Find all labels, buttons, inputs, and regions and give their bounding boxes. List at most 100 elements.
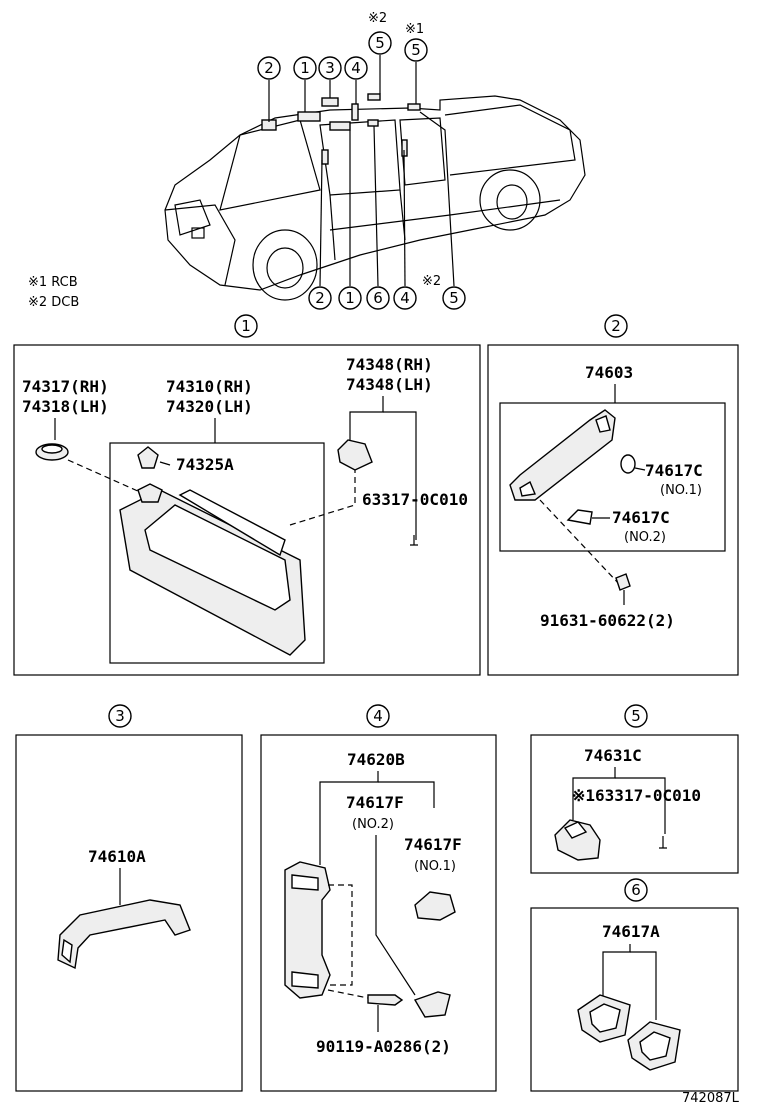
svg-text:5: 5 <box>449 289 459 307</box>
part-74603: 74603 <box>585 363 633 382</box>
svg-text:5: 5 <box>411 41 421 59</box>
part-74320: 74320(LH) <box>166 397 253 416</box>
part-163317: ※163317-0C010 <box>572 786 701 805</box>
part-74325a: 74325A <box>176 455 234 474</box>
screw-part <box>615 573 631 591</box>
assist-grip-part <box>509 409 616 501</box>
marker-part <box>321 149 329 165</box>
note-no2: (NO.2) <box>352 817 394 832</box>
callout-circle: 5 <box>368 31 392 55</box>
part-74310: 74310(RH) <box>166 377 253 396</box>
callout-circle: 5 <box>404 38 428 62</box>
diagram-code: 742087L <box>682 1091 740 1106</box>
callout-circle: 4 <box>393 286 417 310</box>
visor-bracket-part <box>337 439 373 471</box>
callout-circle: 2 <box>257 56 281 80</box>
part-74617f-1: 74617F <box>404 835 462 854</box>
panel-5 <box>530 734 739 874</box>
part-74617a: 74617A <box>602 922 660 941</box>
svg-text:6: 6 <box>631 881 641 899</box>
marker-part <box>297 111 321 122</box>
svg-text:1: 1 <box>241 317 251 335</box>
svg-text:2: 2 <box>611 317 621 335</box>
panel-2-subbox <box>499 402 726 552</box>
cover-part <box>577 994 631 1043</box>
marker-part <box>351 103 359 121</box>
cap-part <box>414 891 456 921</box>
callout-circle: 2 <box>308 286 332 310</box>
svg-text:2: 2 <box>315 289 325 307</box>
panel-4 <box>260 734 497 1092</box>
callout-circle: 1 <box>293 56 317 80</box>
screw-part <box>410 535 418 546</box>
marker-part <box>367 119 379 127</box>
truck-illustration <box>164 55 586 301</box>
marker-part <box>367 93 381 101</box>
part-63317: 63317-0C010 <box>362 490 468 509</box>
svg-text:4: 4 <box>373 707 383 725</box>
panel-3 <box>15 734 243 1092</box>
callout-circle: 4 <box>344 56 368 80</box>
part-74617f-2: 74617F <box>346 793 404 812</box>
panel-1-subbox <box>109 442 325 664</box>
part-74631c: 74631C <box>584 746 642 765</box>
panel-2 <box>487 344 739 676</box>
screw-part <box>659 836 667 849</box>
svg-text:6: 6 <box>373 289 383 307</box>
note-rcb: ※1 <box>405 22 424 37</box>
visor-holder-ring <box>41 444 63 454</box>
clip-part <box>137 446 159 469</box>
part-74620b: 74620B <box>347 750 405 769</box>
visor-pivot-part <box>137 483 163 503</box>
svg-text:3: 3 <box>325 59 335 77</box>
cap-part <box>566 509 593 525</box>
panel-6 <box>530 907 739 1092</box>
marker-part <box>407 103 421 111</box>
cap-part <box>620 454 636 474</box>
section-circle: 6 <box>624 878 648 902</box>
assist-grip-part <box>284 861 331 999</box>
part-74318: 74318(LH) <box>22 397 109 416</box>
callout-circle: 3 <box>318 56 342 80</box>
part-74617c-2: 74617C <box>612 508 670 527</box>
sun-visor-part <box>119 489 306 656</box>
callout-circle: 5 <box>442 286 466 310</box>
note-no2: (NO.2) <box>624 530 666 545</box>
part-90119: 90119-A0286(2) <box>316 1037 451 1056</box>
svg-text:4: 4 <box>400 289 410 307</box>
svg-text:5: 5 <box>375 34 385 52</box>
part-74317: 74317(RH) <box>22 377 109 396</box>
note-dcb: ※2 <box>368 11 387 26</box>
section-circle: 1 <box>234 314 258 338</box>
part-91631: 91631-60622(2) <box>540 611 675 630</box>
cover-part <box>627 1021 681 1071</box>
svg-text:1: 1 <box>300 59 310 77</box>
svg-text:5: 5 <box>631 707 641 725</box>
note-no1: (NO.1) <box>660 483 702 498</box>
svg-text:3: 3 <box>115 707 125 725</box>
legend-rcb: ※1 RCB <box>28 275 78 290</box>
svg-text:1: 1 <box>345 289 355 307</box>
svg-text:4: 4 <box>351 59 361 77</box>
part-74610a: 74610A <box>88 847 146 866</box>
svg-text:2: 2 <box>264 59 274 77</box>
note-dcb-2: ※2 <box>422 274 441 289</box>
section-circle: 3 <box>108 704 132 728</box>
assist-grip-part <box>57 899 191 970</box>
marker-part <box>329 121 351 131</box>
part-74348-rh: 74348(RH) <box>346 355 433 374</box>
section-circle: 4 <box>366 704 390 728</box>
callout-circle: 1 <box>338 286 362 310</box>
section-circle: 2 <box>604 314 628 338</box>
panel-1 <box>13 344 481 676</box>
note-no1: (NO.1) <box>414 859 456 874</box>
bracket-part <box>554 819 601 861</box>
part-74617c-1: 74617C <box>645 461 703 480</box>
cap-part <box>413 991 451 1018</box>
legend-dcb: ※2 DCB <box>28 295 79 310</box>
callout-circle: 6 <box>366 286 390 310</box>
bolt-part <box>367 994 404 1006</box>
section-circle: 5 <box>624 704 648 728</box>
part-74348-lh: 74348(LH) <box>346 375 433 394</box>
